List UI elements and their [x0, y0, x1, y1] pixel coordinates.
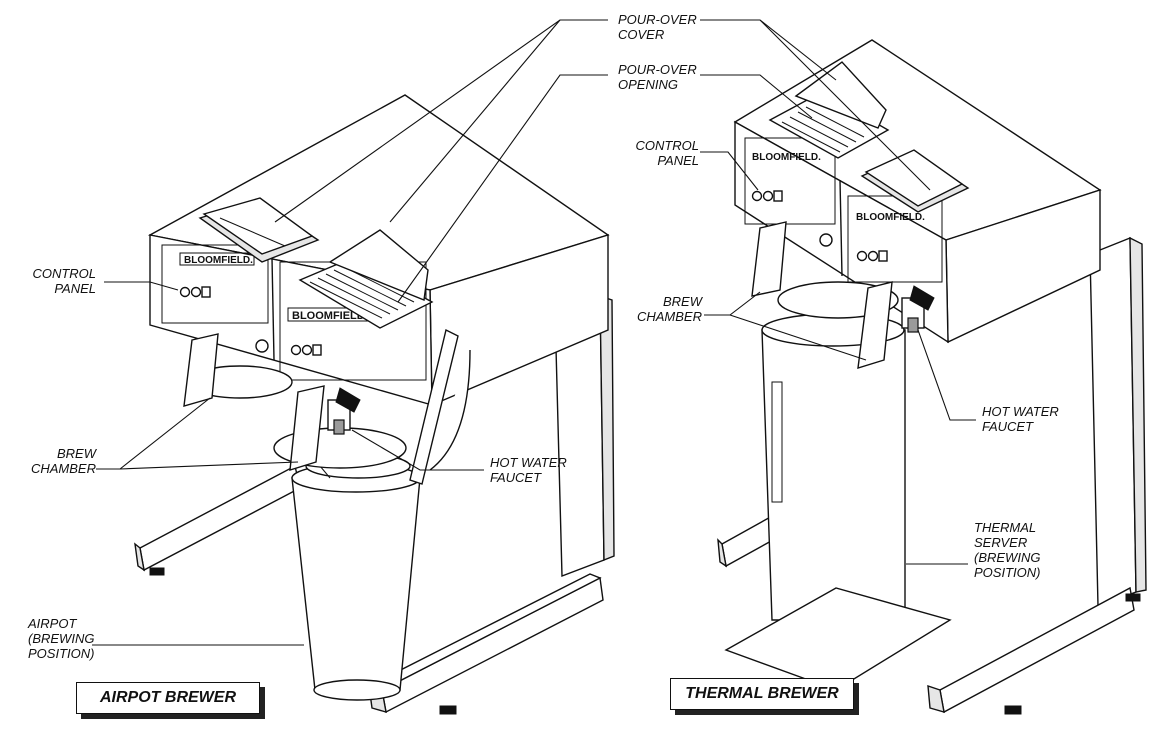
callout-brew-chamber-right: BREW CHAMBER — [637, 294, 702, 324]
thermal-brewer-drawing: BLOOMFIELD. BLOOMFIELD. — [717, 39, 1147, 715]
callout-thermal-server-line2: SERVER — [974, 535, 1028, 550]
callout-control-panel-right: CONTROL PANEL — [635, 138, 699, 168]
callout-pour-over-opening-line2: OPENING — [618, 77, 678, 92]
callout-hot-water-faucet-right-line1: HOT WATER — [982, 404, 1059, 419]
control-buttons-left — [179, 286, 322, 356]
callout-control-panel-right-line2: PANEL — [657, 153, 699, 168]
control-buttons-right — [751, 190, 888, 262]
hot-water-faucet-right — [901, 285, 935, 333]
brand-label-right-1: BLOOMFIELD. — [752, 152, 821, 163]
callout-hot-water-faucet-left: HOT WATER FAUCET — [490, 455, 567, 485]
brand-label-left-2: BLOOMFIELD. — [292, 310, 368, 322]
brand-label-left-1: BLOOMFIELD. — [184, 255, 253, 266]
leader-lines — [92, 19, 976, 646]
airpot-brewer-drawing: BLOOMFIELD. BLOOMFIELD. — [134, 94, 615, 715]
callout-thermal-server: THERMAL SERVER (BREWING POSITION) — [974, 520, 1040, 580]
brand-label-right-2: BLOOMFIELD. — [856, 212, 925, 223]
callout-hot-water-faucet-left-line2: FAUCET — [490, 470, 542, 485]
hot-water-faucet-left — [327, 387, 361, 435]
callout-thermal-server-line4: POSITION) — [974, 565, 1041, 580]
title-airpot-brewer: AIRPOT BREWER — [76, 682, 260, 714]
callout-brew-chamber-right-line1: BREW — [663, 294, 702, 309]
thermal-server-body — [724, 281, 952, 691]
callout-pour-over-cover-line1: POUR-OVER — [618, 12, 697, 27]
callout-airpot-line2: (BREWING — [28, 631, 95, 646]
callout-airpot: AIRPOT (BREWING POSITION) — [28, 616, 94, 661]
callout-brew-chamber-left: BREW CHAMBER — [31, 446, 96, 476]
callout-brew-chamber-right-line2: CHAMBER — [636, 309, 702, 324]
callout-pour-over-cover-line2: COVER — [618, 27, 665, 42]
brew-chambers-right — [751, 221, 893, 369]
callout-hot-water-faucet-right-line2: FAUCET — [982, 419, 1034, 434]
callout-pour-over-opening: POUR-OVER OPENING — [618, 62, 697, 92]
callout-brew-chamber-left-line2: CHAMBER — [30, 461, 96, 476]
callout-control-panel-left: CONTROL PANEL — [32, 266, 96, 296]
callout-airpot-line3: POSITION) — [28, 646, 95, 661]
callout-control-panel-left-line1: CONTROL — [32, 266, 96, 281]
callout-airpot-line1: AIRPOT — [28, 616, 77, 631]
callout-hot-water-faucet-left-line1: HOT WATER — [490, 455, 567, 470]
callout-thermal-server-line3: (BREWING — [974, 550, 1041, 565]
callout-thermal-server-line1: THERMAL — [974, 520, 1037, 535]
callout-pour-over-opening-line1: POUR-OVER — [618, 62, 697, 77]
callout-brew-chamber-left-line1: BREW — [57, 446, 96, 461]
callout-control-panel-right-line1: CONTROL — [635, 138, 699, 153]
callout-pour-over-cover: POUR-OVER COVER — [618, 12, 697, 42]
brew-chambers-left — [183, 333, 407, 471]
title-thermal-brewer: THERMAL BREWER — [670, 678, 854, 710]
callout-hot-water-faucet-right: HOT WATER FAUCET — [982, 404, 1059, 434]
airpot-body — [291, 328, 471, 701]
callout-control-panel-left-line2: PANEL — [54, 281, 96, 296]
